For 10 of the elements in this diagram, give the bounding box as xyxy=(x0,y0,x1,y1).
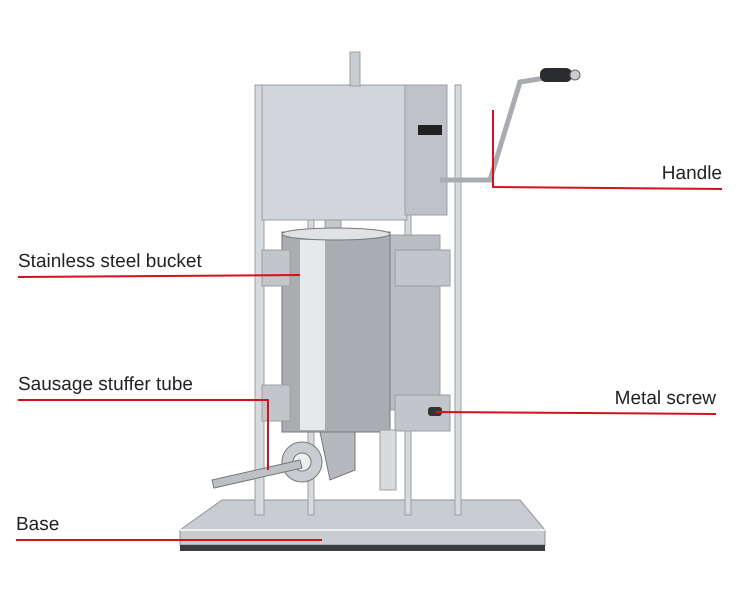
part-label: Stainless steel bucket xyxy=(18,251,228,277)
part-label: Sausage stuffer tube xyxy=(18,374,218,400)
leader-line xyxy=(436,411,716,415)
leader-line xyxy=(18,399,269,470)
part-label: Metal screw xyxy=(604,388,716,414)
leader-line xyxy=(492,110,722,190)
part-label: Handle xyxy=(656,163,722,189)
leader-line xyxy=(16,539,322,541)
part-label: Base xyxy=(16,514,76,540)
leader-line xyxy=(18,274,300,278)
